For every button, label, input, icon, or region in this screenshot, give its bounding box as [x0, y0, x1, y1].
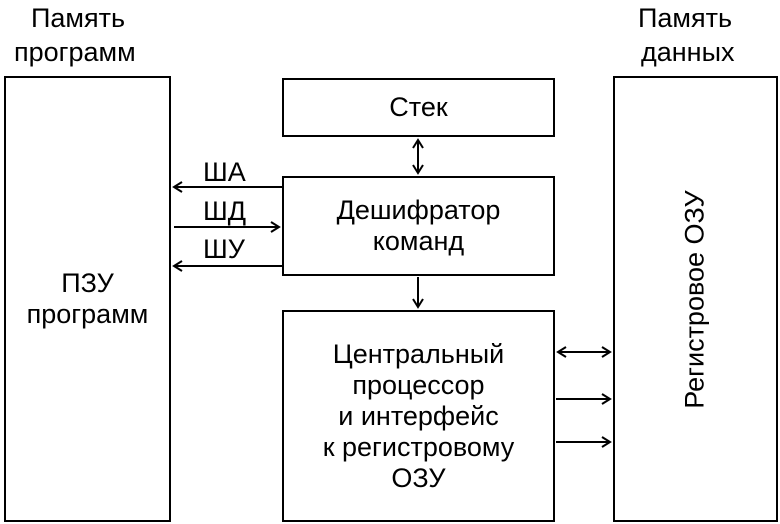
register-ram-block: Регистровое ОЗУ — [613, 76, 778, 522]
cpu-label-line3: и интерфейс — [338, 400, 499, 431]
bus-address-label: ША — [203, 157, 246, 187]
cpu-register-arrow-2 — [556, 393, 612, 405]
rom-label-line1: ПЗУ — [61, 268, 114, 298]
cpu-block: Центральный процессор и интерфейс к реги… — [282, 310, 555, 522]
cpu-register-bidirectional-arrow — [556, 346, 612, 358]
data-bus-arrow — [174, 221, 281, 233]
data-memory-header-line2: данных — [641, 37, 735, 67]
stack-block: Стек — [282, 78, 555, 137]
rom-block: ПЗУ программ — [4, 76, 171, 522]
decoder-label-line2: команд — [372, 226, 465, 256]
decoder-cpu-arrow — [412, 277, 424, 309]
cpu-label-line4: к регистровому — [322, 431, 515, 462]
decoder-label-line1: Дешифратор — [336, 195, 501, 225]
stack-label: Стек — [389, 92, 448, 122]
rom-label-line2: программ — [26, 299, 149, 329]
program-memory-header-line2: программ — [14, 37, 136, 67]
address-bus-arrow — [172, 181, 282, 193]
bus-control-label: ШУ — [203, 234, 245, 264]
program-memory-header-line1: Память — [31, 3, 126, 33]
data-memory-header-line1: Память — [638, 3, 733, 33]
cpu-label-line5: ОЗУ — [391, 462, 446, 493]
cpu-register-arrow-3 — [556, 436, 612, 448]
cpu-label-line2: процессор — [352, 369, 485, 400]
decoder-block: Дешифратор команд — [282, 176, 555, 276]
bus-data-label: ШД — [203, 196, 247, 226]
control-bus-arrow — [172, 260, 282, 272]
stack-decoder-arrow — [412, 138, 424, 175]
cpu-label-line1: Центральный — [332, 338, 505, 369]
